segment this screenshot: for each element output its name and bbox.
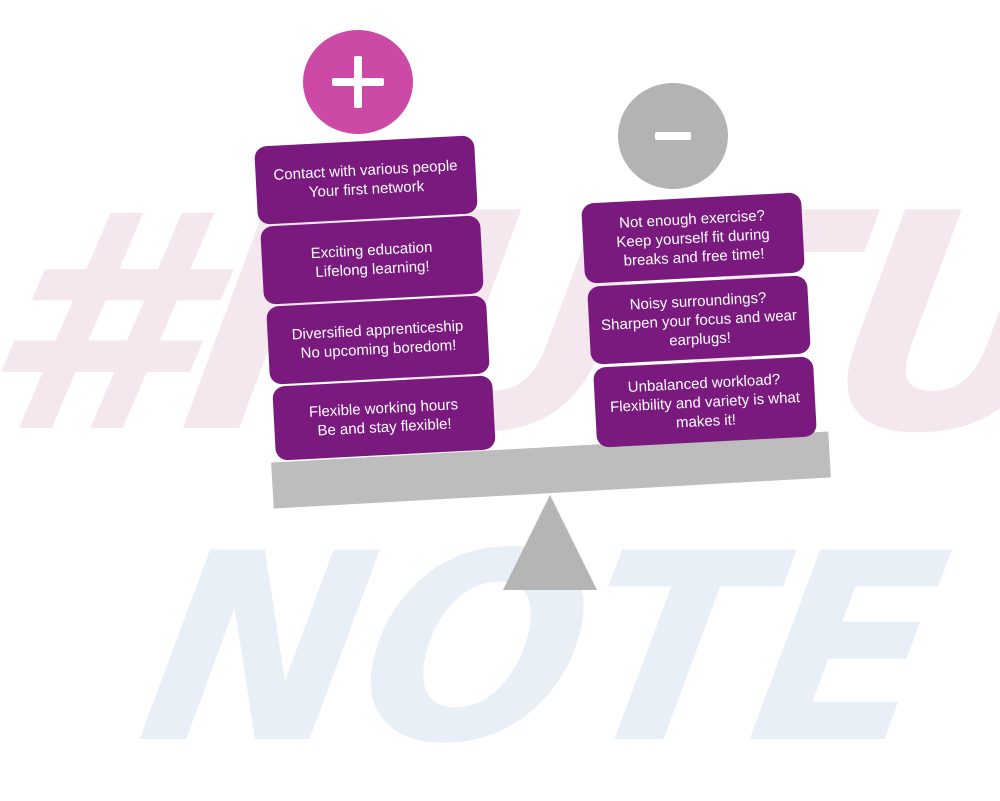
seesaw-fulcrum: [503, 495, 597, 590]
con-box-surroundings: Noisy surroundings? Sharpen your focus a…: [587, 275, 811, 365]
con-text: makes it!: [675, 410, 737, 432]
pro-box-apprenticeship: Diversified apprenticeship No upcoming b…: [266, 295, 490, 385]
con-box-workload: Unbalanced workload? Flexibility and var…: [593, 356, 817, 448]
minus-circle: [618, 83, 728, 189]
con-box-exercise: Not enough exercise? Keep yourself fit d…: [581, 192, 805, 284]
minus-icon: [655, 132, 691, 140]
plus-icon: [332, 56, 384, 108]
pro-box-working-hours: Flexible working hours Be and stay flexi…: [272, 375, 496, 461]
con-text: earplugs!: [668, 328, 732, 350]
pro-box-education: Exciting education Lifelong learning!: [260, 215, 484, 305]
pros-cons-seesaw-diagram: #FUTURE NOTE Contact with various people…: [0, 30, 1000, 801]
pro-box-network: Contact with various people Your first n…: [254, 135, 478, 225]
plus-circle: [303, 30, 413, 134]
watermark-future: #FUTURE: [0, 150, 1000, 499]
